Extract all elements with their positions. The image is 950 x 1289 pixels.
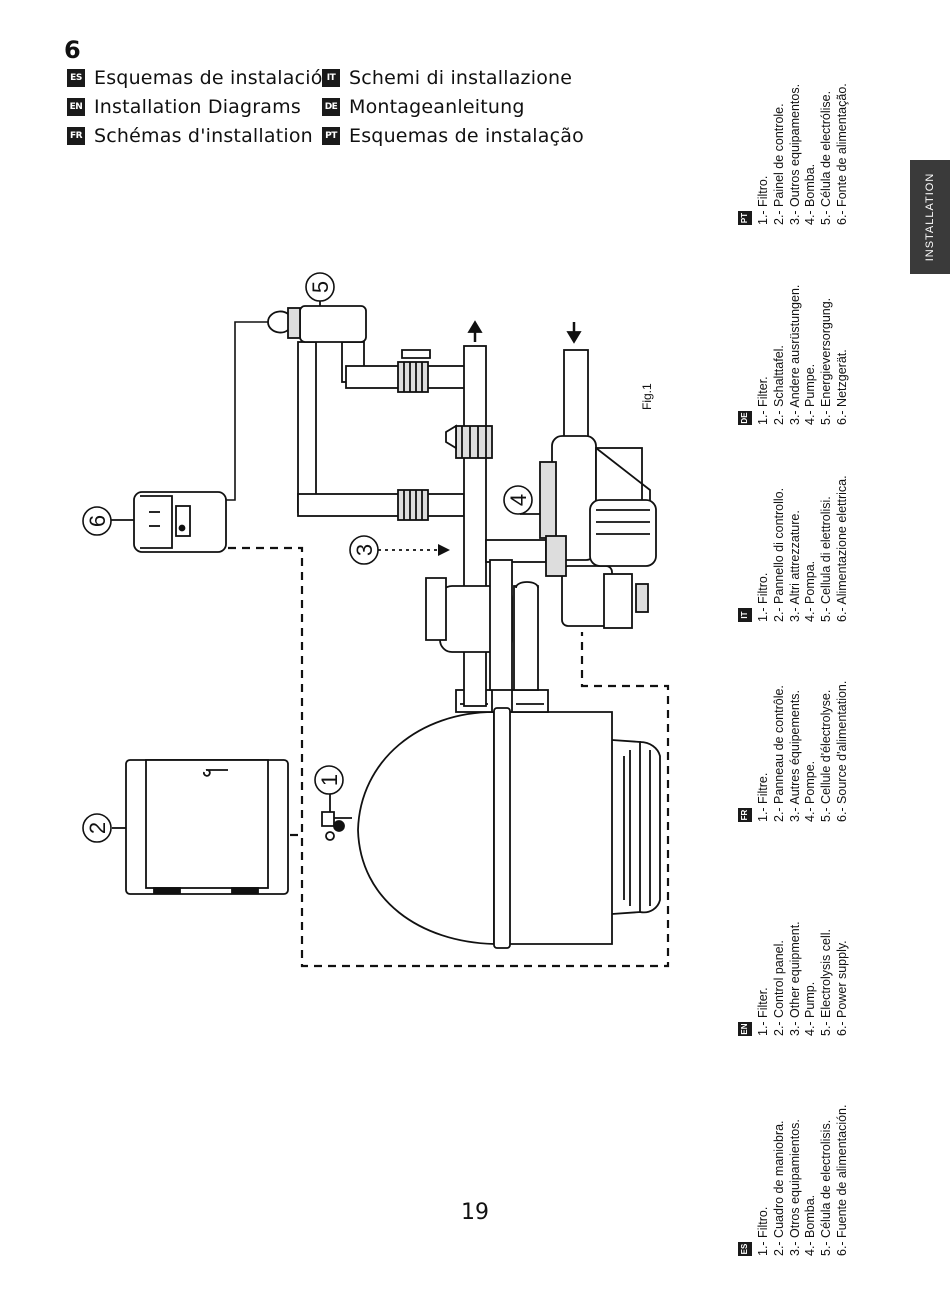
heading-pt: PT Esquemas de instalação xyxy=(322,124,584,148)
legend-item: 4.- Pump. xyxy=(803,981,818,1036)
figure-label: Fig.1 xyxy=(640,383,654,410)
legend-item: 1.- Filter. xyxy=(756,987,770,1036)
legend-pt: PT 1.- Filtro. 2.- Painel de controle. 3… xyxy=(738,83,851,225)
legend-item: 4.- Pompe. xyxy=(803,760,818,822)
callout-circle-1 xyxy=(314,765,344,795)
callout-4-label: 4 xyxy=(506,494,531,506)
legend-item: 5.- Célula de electrólise. xyxy=(819,90,834,225)
legend-item: 4.- Bomba. xyxy=(803,163,818,225)
callout-circle-5 xyxy=(305,272,335,302)
legend-item: 3.- Altri attrezzature. xyxy=(787,510,802,622)
lang-badge-en: EN xyxy=(67,98,85,116)
callout-3-label: 3 xyxy=(352,544,377,556)
section-number: 6 xyxy=(64,36,81,64)
filter-tank xyxy=(321,689,661,949)
legend-item: 1.- Filtre. xyxy=(756,772,770,822)
legend-item: 1.- Filtro. xyxy=(756,175,770,225)
legend-item: 3.- Outros equipamentos. xyxy=(787,83,802,225)
legend-badge-en: EN xyxy=(738,1022,752,1036)
legend-item: 6.- Power supply. xyxy=(834,940,849,1036)
legend-en: EN 1.- Filter. 2.- Control panel. 3.- Ot… xyxy=(738,921,851,1036)
legend-item: 4.- Pumpe. xyxy=(803,363,818,425)
legend-badge-de: DE xyxy=(738,411,752,425)
legend-item: 2.- Painel de controle. xyxy=(771,103,786,225)
legend-item: 2.- Control panel. xyxy=(771,940,786,1036)
legend-de: DE 1.- Filter. 2.- Schalttafel. 3.- Ande… xyxy=(738,285,851,425)
power-supply xyxy=(133,491,227,553)
heading-de: DE Montageanleitung xyxy=(322,95,525,119)
callout-6-label: 6 xyxy=(85,515,110,527)
legend-item: 4.- Bomba. xyxy=(803,1194,818,1256)
legend-badge-it: IT xyxy=(738,608,752,622)
heading-title-fr: Schémas d'installation xyxy=(94,125,313,147)
heading-title-pt: Esquemas de instalação xyxy=(349,125,584,147)
callout-circle-6 xyxy=(82,506,112,536)
callout-circle-4 xyxy=(503,485,533,515)
legend-es: ES 1.- Filtro. 2.- Cuadro de maniobra. 3… xyxy=(738,1105,851,1256)
legend-item: 5.- Energieversorgung. xyxy=(819,297,834,425)
lang-badge-fr: FR xyxy=(67,127,85,145)
legend-it: IT 1.- Filtro. 2.- Pannello di controllo… xyxy=(738,475,851,622)
section-side-tab[interactable]: INSTALLATION xyxy=(910,160,950,274)
control-panel xyxy=(125,759,289,895)
legend-badge-fr: FR xyxy=(738,808,752,822)
cell-power-cable xyxy=(226,321,272,501)
callout-1-label: 1 xyxy=(317,774,342,786)
legend-item: 1.- Filtro. xyxy=(756,572,770,622)
legend-item: 5.- Electrolysis cell. xyxy=(819,929,834,1036)
legend-item: 3.- Autres équipements. xyxy=(787,689,802,822)
control-wiring-dashed xyxy=(228,546,670,968)
piping xyxy=(297,341,589,707)
legend-item: 1.- Filter. xyxy=(756,376,770,425)
lang-badge-de: DE xyxy=(322,98,340,116)
heading-title-de: Montageanleitung xyxy=(349,96,525,118)
heading-fr: FR Schémas d'installation xyxy=(67,124,313,148)
legend-item: 2.- Schalttafel. xyxy=(771,345,786,425)
heading-title-it: Schemi di installazione xyxy=(349,67,573,89)
lang-badge-it: IT xyxy=(322,69,340,87)
heading-it: IT Schemi di installazione xyxy=(322,66,572,90)
legend-item: 5.- Cellule d'électrolyse. xyxy=(819,689,834,822)
callout-2-label: 2 xyxy=(85,822,110,834)
heading-title-es: Esquemas de instalación xyxy=(94,67,335,89)
legend-item: 3.- Otros equipamientos. xyxy=(787,1119,802,1256)
callout-circle-2 xyxy=(82,813,112,843)
legend-item: 4.- Pompa. xyxy=(803,560,818,622)
legend-item: 2.- Cuadro de maniobra. xyxy=(771,1120,786,1257)
legend-item: 3.- Other equipment. xyxy=(787,921,802,1036)
legend-badge-pt: PT xyxy=(738,211,752,225)
electrolysis-cell xyxy=(267,305,367,343)
legend-fr: FR 1.- Filtre. 2.- Panneau de contrôle. … xyxy=(738,681,851,822)
page-number: 19 xyxy=(461,1200,489,1225)
callout-circle-3 xyxy=(349,535,379,565)
legend-item: 1.- Filtro. xyxy=(756,1206,770,1256)
lang-badge-es: ES xyxy=(67,69,85,87)
legend-item: 6.- Fonte de alimentação. xyxy=(834,83,849,225)
legend-item: 6.- Netzgerät. xyxy=(834,349,849,425)
heading-es: ES Esquemas de instalación xyxy=(67,66,335,90)
legend-item: 5.- Célula de electrolisis. xyxy=(819,1119,834,1256)
legend-item: 5.- Cellula di elettrolisi. xyxy=(819,496,834,622)
lang-badge-pt: PT xyxy=(322,127,340,145)
callout-5-label: 5 xyxy=(308,281,333,293)
legend-item: 2.- Pannello di controllo. xyxy=(771,487,786,622)
heading-en: EN Installation Diagrams xyxy=(67,95,301,119)
heading-title-en: Installation Diagrams xyxy=(94,96,301,118)
legend-item: 6.- Fuente de alimentación. xyxy=(834,1104,849,1256)
legend-item: 3.- Andere ausrüstungen. xyxy=(787,284,802,425)
legend-item: 2.- Panneau de contrôle. xyxy=(771,685,786,822)
pump xyxy=(539,435,657,629)
legend-item: 6.- Alimentazione elettrica. xyxy=(834,475,849,622)
legend-item: 6.- Source d'alimentation. xyxy=(834,680,849,822)
legend-badge-es: ES xyxy=(738,1242,752,1256)
